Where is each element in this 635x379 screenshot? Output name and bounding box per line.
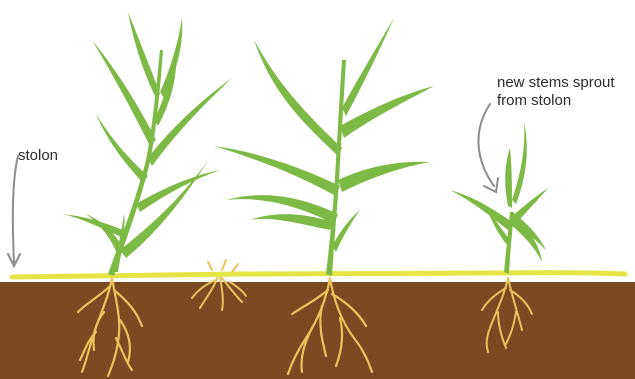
label-new-stems-sprout: new stems sprout from stolon: [497, 74, 615, 110]
stolon-runner: [12, 273, 625, 277]
grass-plant-1: [62, 12, 232, 276]
label-new-stems-sprout-line-2: from stolon: [497, 92, 615, 110]
grass-plant-3: [450, 122, 548, 274]
arrow-to-stolon: [8, 156, 20, 266]
label-new-stems-sprout-line-1: new stems sprout: [497, 74, 615, 92]
arrow-to-new-stems: [478, 104, 498, 192]
grass-plant-2: [214, 18, 434, 276]
label-stolon: stolon: [18, 147, 58, 165]
